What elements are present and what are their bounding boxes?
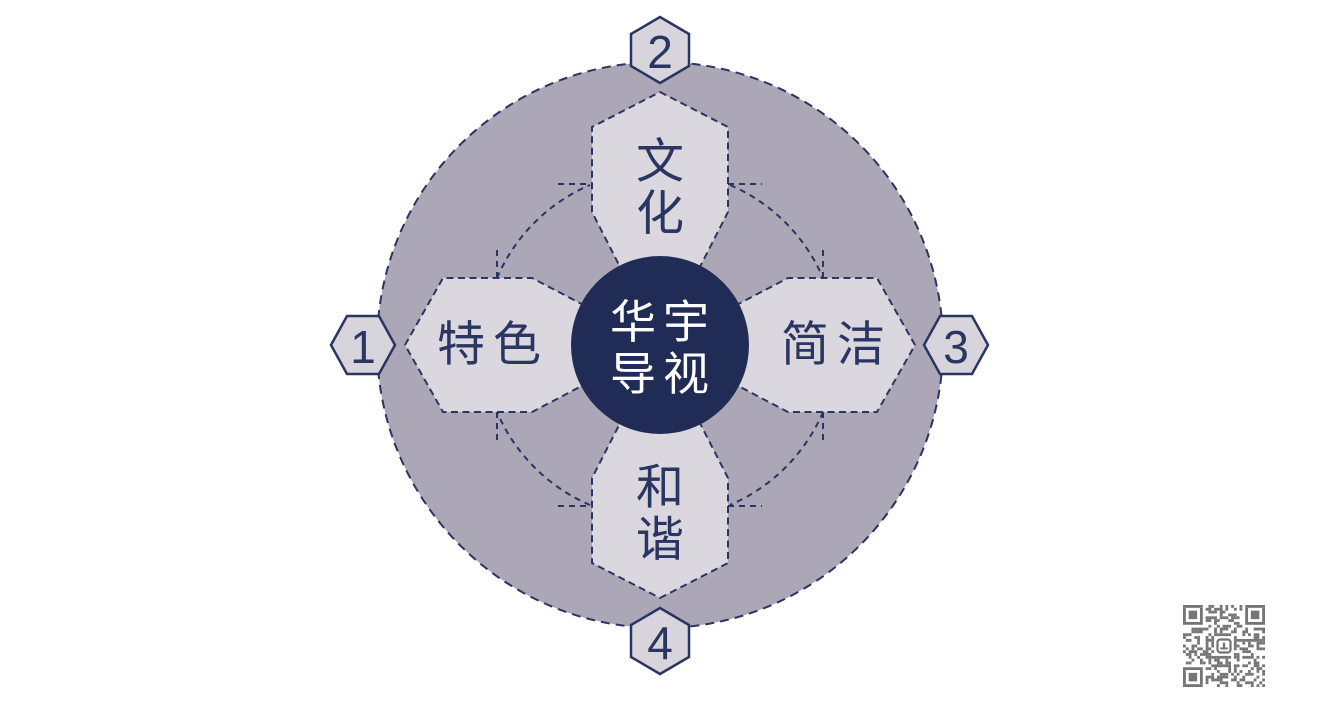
marker-right: 3 bbox=[922, 314, 990, 376]
qr-code bbox=[1183, 605, 1265, 687]
petal-label-bottom-char1: 和 bbox=[636, 462, 684, 515]
marker-hexagon-top bbox=[629, 15, 691, 85]
marker-left: 1 bbox=[329, 314, 397, 376]
rotation-arc-lower-left bbox=[496, 411, 591, 506]
petal-label-top-char1: 文 bbox=[636, 136, 684, 189]
marker-number-top: 2 bbox=[647, 26, 673, 78]
center-title-line2: 导视 bbox=[610, 348, 716, 400]
rotation-arc-upper-right bbox=[729, 184, 824, 279]
marker-hexagon-left bbox=[329, 314, 397, 376]
marker-top: 2 bbox=[629, 15, 691, 85]
qr-logo-icon bbox=[1216, 638, 1232, 654]
marker-number-right: 3 bbox=[943, 321, 969, 373]
petal-label-top-char2: 化 bbox=[636, 188, 684, 241]
marker-hexagon-bottom bbox=[629, 606, 691, 676]
marker-number-bottom: 4 bbox=[647, 617, 673, 669]
center-title-line1: 华宇 bbox=[610, 296, 716, 348]
petal-label-left: 特色 bbox=[437, 319, 549, 372]
marker-bottom: 4 bbox=[629, 606, 691, 676]
petal-label-bottom-char2: 谐 bbox=[636, 514, 684, 567]
center-circle bbox=[571, 256, 749, 434]
rotation-arc-upper-left bbox=[496, 184, 591, 279]
rotation-arc-lower-right bbox=[729, 411, 824, 506]
marker-number-left: 1 bbox=[350, 321, 376, 373]
petal-label-right: 简洁 bbox=[781, 319, 893, 372]
marker-hexagon-right bbox=[922, 314, 990, 376]
